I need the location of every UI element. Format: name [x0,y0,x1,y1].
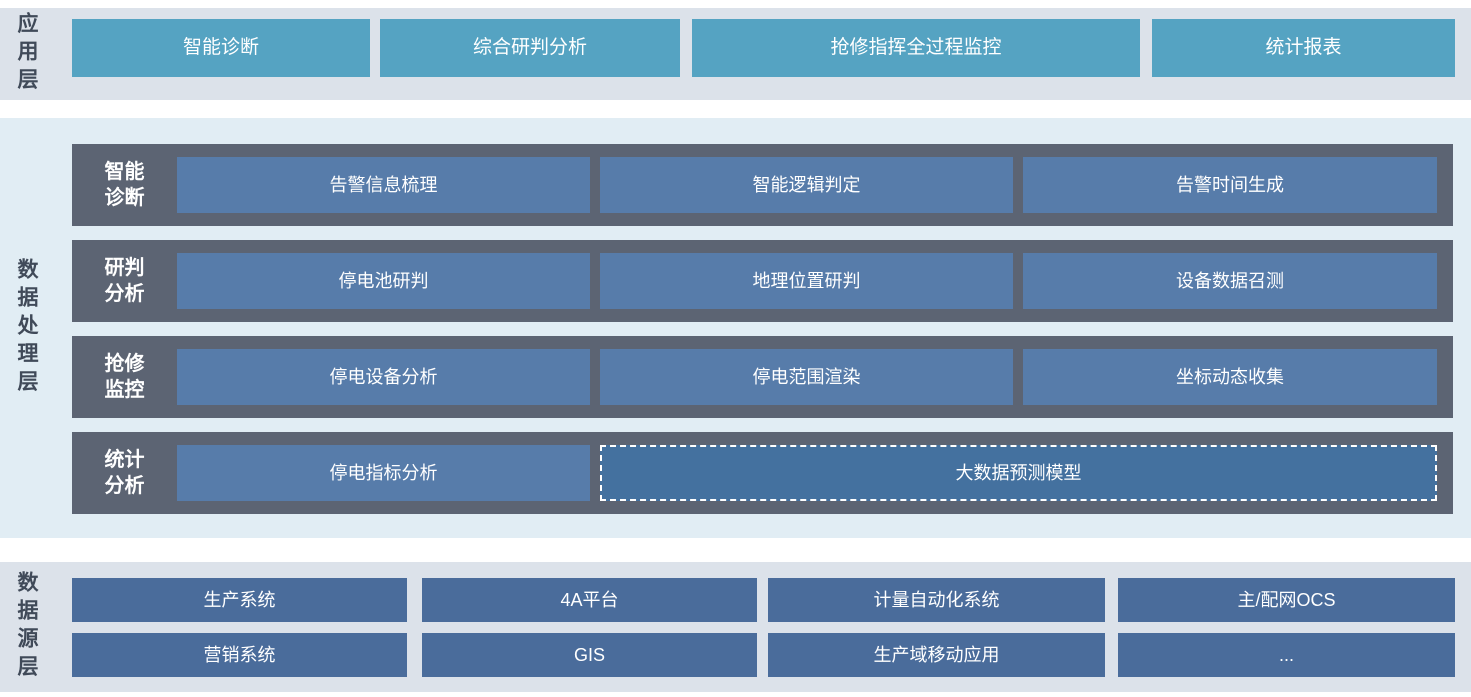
processing-layer-label: 数据处理层 [15,258,38,398]
proc-box-outage-device-analysis: 停电设备分析 [177,349,590,405]
row-label-line1: 抢修 [104,353,145,375]
app-module-statistical-reports: 统计报表 [1152,19,1455,77]
row-label: 智能 诊断 [72,144,177,226]
proc-box-coordinate-collection: 坐标动态收集 [1023,349,1437,405]
source-ellipsis: ... [1118,633,1455,677]
app-module-intelligent-diagnosis: 智能诊断 [72,19,370,77]
source-production-system: 生产系统 [72,578,407,622]
proc-box-big-data-prediction-model: 大数据预测模型 [600,445,1437,501]
source-layer-label: 数据源层 [15,571,38,683]
source-gis: GIS [422,633,757,677]
row-label: 抢修 监控 [72,336,177,418]
processing-row-repair-monitoring: 抢修 监控 停电设备分析 停电范围渲染 坐标动态收集 [72,336,1453,418]
proc-box-outage-indicator-analysis: 停电指标分析 [177,445,590,501]
processing-row-analysis: 研判 分析 停电池研判 地理位置研判 设备数据召测 [72,240,1453,322]
app-module-repair-command-monitoring: 抢修指挥全过程监控 [692,19,1140,77]
row-label-line1: 研判 [104,257,145,279]
proc-box-geo-location-analysis: 地理位置研判 [600,253,1013,309]
row-label-line1: 智能 [104,161,145,183]
source-4a-platform: 4A平台 [422,578,757,622]
application-layer-label: 应用层 [15,12,38,96]
source-layer-band: 数据源层 生产系统 4A平台 计量自动化系统 主/配网OCS 营销系统 GIS … [0,562,1471,692]
row-label-line1: 统计 [104,449,145,471]
proc-box-device-data-reading: 设备数据召测 [1023,253,1437,309]
processing-row-intelligent-diagnosis: 智能 诊断 告警信息梳理 智能逻辑判定 告警时间生成 [72,144,1453,226]
source-metering-automation: 计量自动化系统 [768,578,1105,622]
row-label-line2: 分析 [104,475,145,497]
proc-box-outage-analysis: 停电池研判 [177,253,590,309]
application-layer-band: 应用层 智能诊断 综合研判分析 抢修指挥全过程监控 统计报表 [0,8,1471,100]
source-marketing-system: 营销系统 [72,633,407,677]
row-label-line2: 诊断 [104,187,145,209]
source-production-mobile-app: 生产域移动应用 [768,633,1105,677]
proc-box-outage-range-rendering: 停电范围渲染 [600,349,1013,405]
row-label-line2: 监控 [104,379,145,401]
row-label-line2: 分析 [104,283,145,305]
proc-box-alarm-info-sorting: 告警信息梳理 [177,157,590,213]
processing-layer-band: 数据处理层 智能 诊断 告警信息梳理 智能逻辑判定 告警时间生成 研判 分析 停… [0,118,1471,538]
processing-row-statistical-analysis: 统计 分析 停电指标分析 大数据预测模型 [72,432,1453,514]
row-label: 统计 分析 [72,432,177,514]
proc-box-intelligent-logic: 智能逻辑判定 [600,157,1013,213]
source-main-dist-ocs: 主/配网OCS [1118,578,1455,622]
proc-box-alarm-time-generation: 告警时间生成 [1023,157,1437,213]
row-label: 研判 分析 [72,240,177,322]
app-module-comprehensive-analysis: 综合研判分析 [380,19,680,77]
